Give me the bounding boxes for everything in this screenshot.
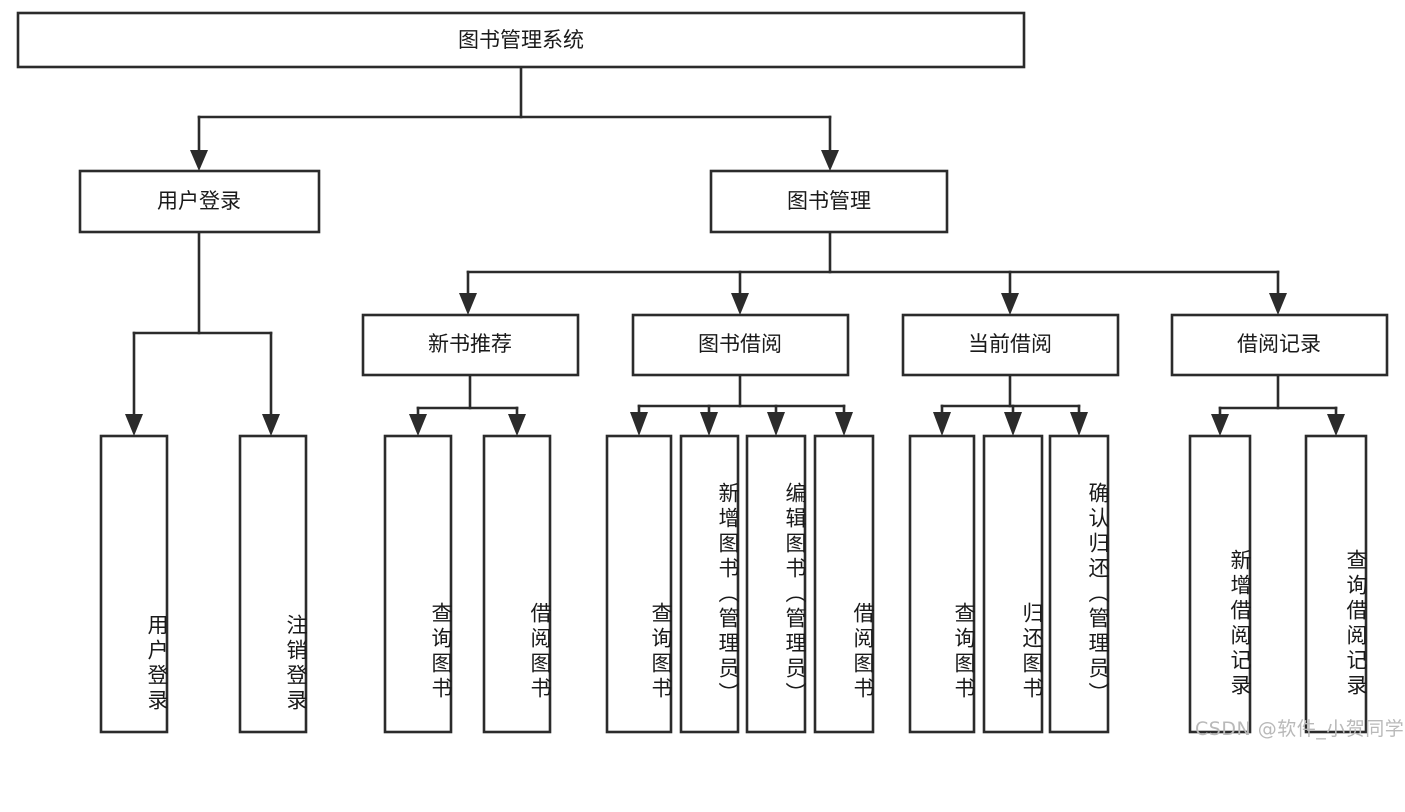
node-box-leaf-query-book-2[interactable] [605,434,673,734]
node-box-leaf-query-book-3[interactable] [908,434,976,734]
arrowhead-leaf-edit-book [767,412,785,436]
arrowhead-leaf-query-book-2 [630,412,648,436]
arrowhead-leaf-query-borrow-record [1327,414,1345,436]
node-box-leaf-borrow-book-2[interactable] [813,434,875,734]
nodes-layer: 图书管理系统 用户登录 图书管理 新书推荐 图书借阅 当前借阅 借阅记录 [16,11,1389,734]
node-box-new-book-recommend[interactable] [361,313,580,377]
arrowhead-leaf-confirm-return [1070,412,1088,436]
node-label-book-borrow: 图书借阅 [698,332,782,356]
arrowhead-leaf-add-book [700,412,718,436]
node-box-borrow-record[interactable] [1170,313,1389,377]
arrowhead-borrow-record [1269,293,1287,315]
arrowhead-current-borrow [1001,293,1019,315]
node-box-leaf-query-book-1[interactable] [383,434,453,734]
node-box-leaf-confirm-return[interactable] [1048,434,1110,734]
node-label-book-manage: 图书管理 [787,189,871,213]
node-label-root: 图书管理系统 [458,28,584,52]
node-box-leaf-add-book[interactable] [679,434,740,734]
arrowhead-leaf-borrow-book-1 [508,414,526,436]
arrowhead-leaf-return-book [1004,412,1022,436]
node-box-leaf-add-borrow-record[interactable] [1188,434,1252,734]
node-box-root[interactable] [16,11,1026,69]
diagram-canvas: 图书管理系统 用户登录 图书管理 新书推荐 图书借阅 当前借阅 借阅记录 [16,11,1405,740]
arrowhead-leaf-query-book-1 [409,414,427,436]
arrowhead-leaf-user-logout [262,414,280,436]
arrowhead-new-book-recommend [459,293,477,315]
arrowhead-user-login [190,150,208,171]
node-box-book-borrow[interactable] [631,313,850,377]
arrowhead-leaf-add-borrow-record [1211,414,1229,436]
node-box-leaf-borrow-book-1[interactable] [482,434,552,734]
node-box-book-manage[interactable] [709,169,949,234]
diagram-svg: 图书管理系统 用户登录 图书管理 新书推荐 图书借阅 当前借阅 借阅记录 [16,11,1389,734]
node-box-leaf-query-borrow-record[interactable] [1304,434,1368,734]
watermark-text: CSDN @软件_小贺同学 [1195,718,1405,740]
node-label-current-borrow: 当前借阅 [968,332,1052,356]
arrowhead-leaf-user-login [125,414,143,436]
node-box-current-borrow[interactable] [901,313,1120,377]
arrowhead-book-manage [821,150,839,171]
node-label-borrow-record: 借阅记录 [1237,332,1321,356]
node-box-leaf-user-login[interactable] [99,434,169,734]
node-box-leaf-edit-book[interactable] [745,434,807,734]
node-box-leaf-user-logout[interactable] [238,434,308,734]
node-label-new-book-recommend: 新书推荐 [428,332,512,356]
node-box-leaf-return-book[interactable] [982,434,1044,734]
node-label-user-login: 用户登录 [157,189,241,213]
connectors-layer [125,65,1345,436]
arrowhead-book-borrow [731,293,749,315]
arrowhead-leaf-borrow-book-2 [835,412,853,436]
node-box-user-login[interactable] [78,169,321,234]
arrowhead-leaf-query-book-3 [933,412,951,436]
